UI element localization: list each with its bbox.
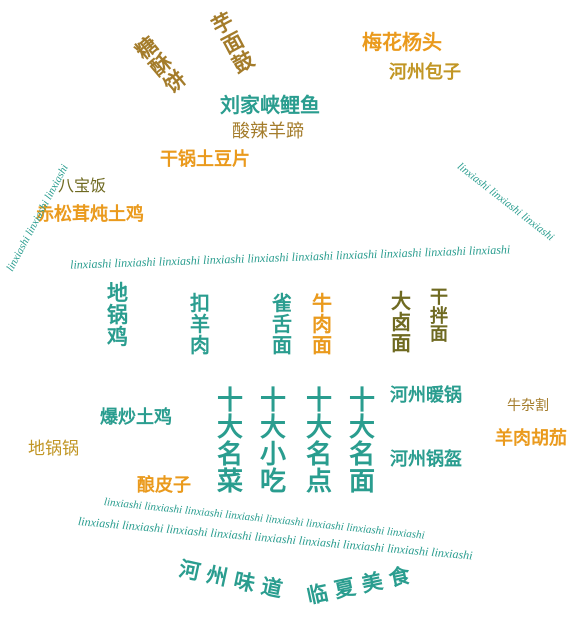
word-yu-mian-gu: 芋面鼓	[207, 8, 259, 79]
word-meihua-yangtou: 梅花杨头	[362, 30, 442, 54]
word-ganguo-tudoupian: 干锅土豆片	[160, 149, 250, 170]
title-shida-mingcai: 十大名菜	[217, 386, 244, 498]
word-hezhou-baozi: 河州包子	[389, 62, 461, 83]
word-suanla-yangti: 酸辣羊蹄	[232, 121, 304, 142]
word-queshe-mian: 雀舌面	[272, 291, 292, 357]
word-chisong-rong-dun-tuji: 赤松茸炖土鸡	[36, 204, 144, 225]
title-shida-xiaochi: 十大小吃	[260, 386, 287, 498]
word-baochao-tuji: 爆炒土鸡	[100, 407, 172, 428]
word-kou-yangrou: 扣羊肉	[190, 291, 210, 357]
word-niu-zage: 牛杂割	[507, 398, 549, 414]
word-dalu-mian: 大卤面	[391, 289, 411, 355]
ring-arc-right: linxiashi linxiashi linxiashi	[454, 160, 557, 244]
word-hezhou-guokui: 河州锅盔	[390, 449, 462, 470]
title-shida-mingdian: 十大名点	[306, 386, 333, 498]
word-diguoji: 地锅鸡	[107, 281, 128, 349]
slogan-hezhou-weidao: 河州味道	[176, 556, 292, 604]
word-tang-su-bing: 糖酥饼	[131, 32, 191, 98]
word-babaofan: 八宝饭	[58, 176, 107, 195]
slogan-linxia-meishi: 临夏美食	[304, 561, 420, 609]
word-niangpizi: 酿皮子	[137, 475, 191, 496]
word-niurou-mian: 牛肉面	[312, 291, 332, 357]
ring-band-top: linxiashi linxiashi linxiashi linxiashi …	[69, 242, 511, 272]
word-hezhou-nuanguo: 河州暖锅	[390, 385, 462, 406]
title-shida-mingmian: 十大名面	[349, 386, 376, 498]
word-yangrou-hujia: 羊肉胡茄	[495, 428, 567, 449]
word-diguoguo: 地锅锅	[28, 439, 79, 459]
word-liujiaxia-liyu: 刘家峡鲤鱼	[220, 93, 320, 117]
word-ganban-mian: 干拌面	[430, 287, 448, 346]
